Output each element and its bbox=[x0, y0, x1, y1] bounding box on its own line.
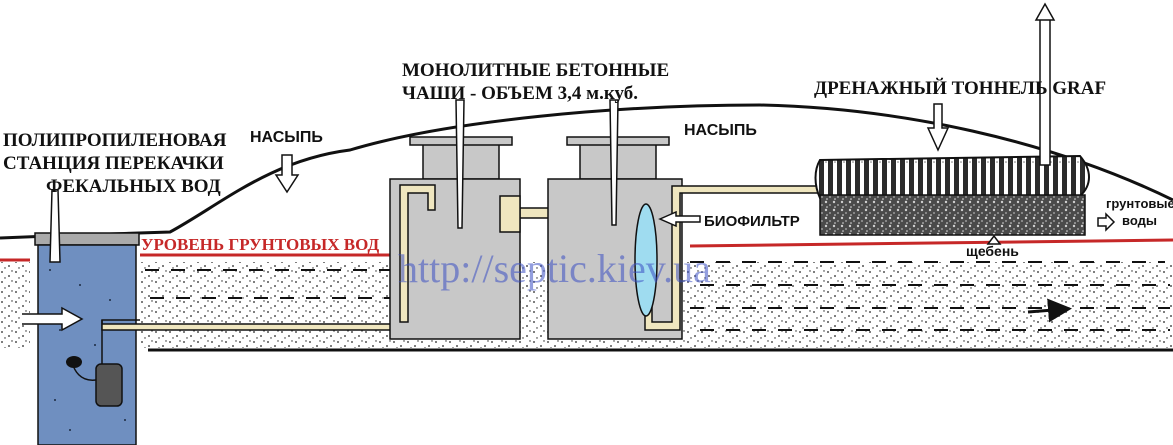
pump-station bbox=[34, 232, 140, 445]
inflow-arrow bbox=[22, 306, 84, 332]
drain-tunnel-label: ДРЕНАЖНЫЙ ТОННЕЛЬ GRAF bbox=[814, 77, 1106, 99]
fill-label-left: НАСЫПЬ bbox=[250, 129, 323, 146]
groundwater-level-line bbox=[0, 238, 1173, 262]
concrete-tank-1 bbox=[389, 136, 521, 340]
fill-label-center: НАСЫПЬ bbox=[684, 122, 757, 139]
groundwater-label-2: воды bbox=[1122, 213, 1157, 228]
biofilter-cartridge bbox=[634, 203, 658, 317]
pump-station-label-1: ПОЛИПРОПИЛЕНОВАЯ bbox=[3, 130, 227, 151]
watermark-url: http://septic.kiev.ua bbox=[398, 246, 711, 291]
ground-surface-line bbox=[0, 103, 1173, 240]
submersible-pump bbox=[95, 363, 123, 407]
drainage-tunnel bbox=[814, 154, 1090, 236]
groundwater-level-label: УРОВЕНЬ ГРУНТОВЫХ ВОД bbox=[141, 235, 379, 254]
groundwater-label-1: грунтовые bbox=[1106, 196, 1173, 211]
gravel-label: щебень bbox=[966, 243, 1019, 259]
float-switch bbox=[66, 356, 82, 368]
pump-station-label-3: ФЕКАЛЬНЫХ ВОД bbox=[46, 176, 221, 197]
biofilter-label: БИОФИЛЬТР bbox=[704, 213, 800, 230]
pump-station-label-2: СТАНЦИЯ ПЕРЕКАЧКИ bbox=[3, 153, 224, 174]
tanks-label-1: МОНОЛИТНЫЕ БЕТОННЫЕ bbox=[402, 60, 669, 81]
pointer-arrows bbox=[49, 2, 1116, 263]
tanks-label-2: ЧАШИ - ОБЪЕМ 3,4 м.куб. bbox=[402, 83, 638, 104]
groundwater-flow-arrow bbox=[1027, 298, 1072, 323]
